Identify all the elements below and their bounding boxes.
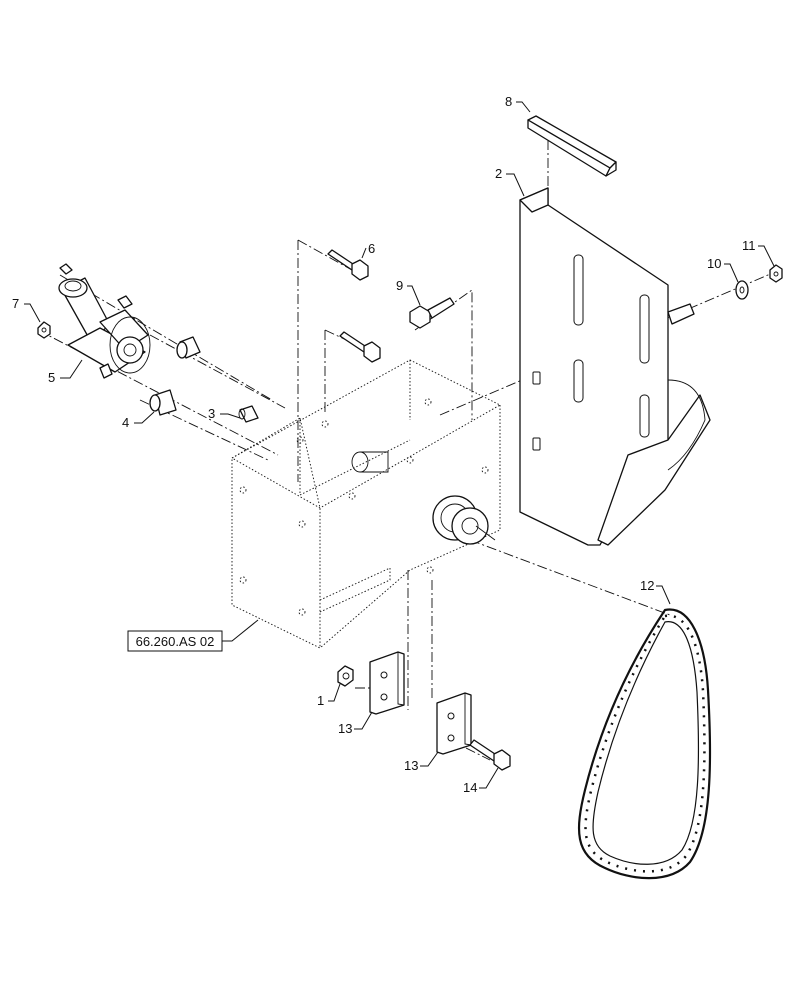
part-11-nut	[769, 264, 783, 283]
spacer-upper	[176, 336, 201, 359]
part-13-clamp-plate-lower	[436, 692, 472, 755]
callout-4: 4	[122, 415, 129, 430]
callout-11: 11	[742, 238, 756, 253]
reference-housing-phantom	[231, 359, 501, 649]
part-14-bolt	[469, 739, 511, 771]
callout-7: 7	[12, 296, 19, 311]
callout-9: 9	[396, 278, 403, 293]
callout-5: 5	[48, 370, 55, 385]
part-4-spacer	[149, 389, 177, 416]
bolt-lower	[339, 331, 381, 363]
reference-callout-box: 66.260.AS 02	[127, 619, 259, 652]
callout-2: 2	[495, 166, 502, 181]
callout-1: 1	[317, 693, 324, 708]
callout-10: 10	[707, 256, 721, 271]
callout-14: 14	[463, 780, 477, 795]
callout-13-upper: 13	[338, 721, 352, 736]
part-12-roller-chain	[577, 608, 712, 880]
part-9-bolt	[409, 297, 455, 329]
drive-sprocket	[432, 495, 496, 545]
part-13-clamp-plate-upper	[369, 651, 405, 715]
reference-label: 66.260.AS 02	[136, 634, 215, 649]
housing-shafts	[351, 451, 389, 473]
part-6-bolt	[327, 249, 369, 281]
part-7-nut	[37, 321, 51, 339]
callout-8: 8	[505, 94, 512, 109]
part-2-bracket-plate	[519, 187, 711, 546]
part-8-edge-strip	[527, 115, 617, 177]
callout-12: 12	[640, 578, 654, 593]
callouts: 8 2 6 9 11 10 7 5 4 3 12 1 13 13 14	[12, 94, 775, 795]
part-10-washer	[735, 280, 749, 300]
part-1-nut	[337, 665, 354, 687]
callout-3: 3	[208, 406, 215, 421]
part-5-motor	[58, 263, 151, 379]
callout-6: 6	[368, 241, 375, 256]
callout-13-lower: 13	[404, 758, 418, 773]
part-3-bushing	[238, 405, 259, 423]
